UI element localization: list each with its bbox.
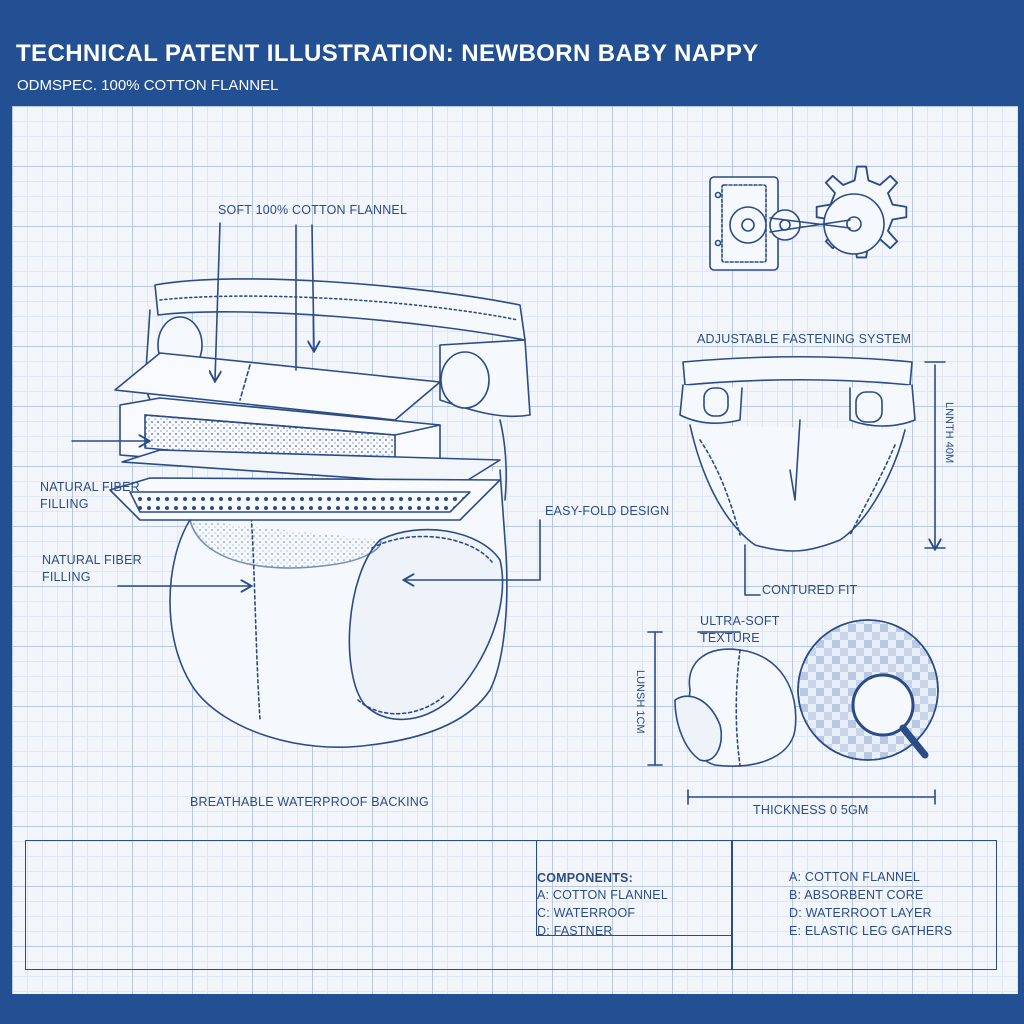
label-easy-fold: EASY-FOLD DESIGN [545,504,670,518]
main-leader-lines [71,222,541,586]
header-band: TECHNICAL PATENT ILLUSTRATION: NEWBORN B… [0,0,1024,105]
label-adjustable-fastening: ADJUSTABLE FASTENING SYSTEM [697,332,912,346]
label-contoured-fit: CONTURED FIT [762,583,858,597]
component-left-1: A: COTTON FLANNEL [537,888,668,902]
table-divider-left [536,840,537,935]
label-thickness: THICKNESS 0 5GM [753,803,869,817]
label-ultra-soft: ULTRA-SOFT TEXTURE [700,614,780,645]
component-right-1: A: COTTON FLANNEL [789,870,920,884]
fastener-mechanism-drawing [709,165,908,271]
texture-view-drawing [647,619,939,805]
front-view-nappy-drawing [679,355,946,596]
table-divider-bottom [536,935,731,936]
component-right-4: E: ELASTIC LEG GATHERS [789,924,953,938]
label-natural-fiber-2: NATURAL FIBER FILLING [42,553,142,584]
table-divider-mid [731,840,733,970]
components-heading: COMPONENTS: [537,871,633,885]
component-left-3: D: FASTNER [537,924,613,938]
main-nappy-drawing [109,278,531,748]
label-length-left: LUNSH 1CM [634,670,646,734]
page-subtitle: ODMSPEC. 100% COTTON FLANNEL [17,77,279,94]
components-table [25,840,997,970]
label-soft-flannel: SOFT 100% COTTON FLANNEL [218,203,408,217]
component-left-2: C: WATERROOF [537,906,636,920]
label-breathable-backing: BREATHABLE WATERPROOF BACKING [190,795,429,809]
component-right-2: B: ABSORBENT CORE [789,888,924,902]
label-length-right: LNNTH 40M [943,402,955,464]
page-title: TECHNICAL PATENT ILLUSTRATION: NEWBORN B… [16,40,759,67]
component-right-3: D: WATERROOT LAYER [789,906,932,920]
label-natural-fiber-1: NATURAL FIBER FILLING [40,480,140,511]
